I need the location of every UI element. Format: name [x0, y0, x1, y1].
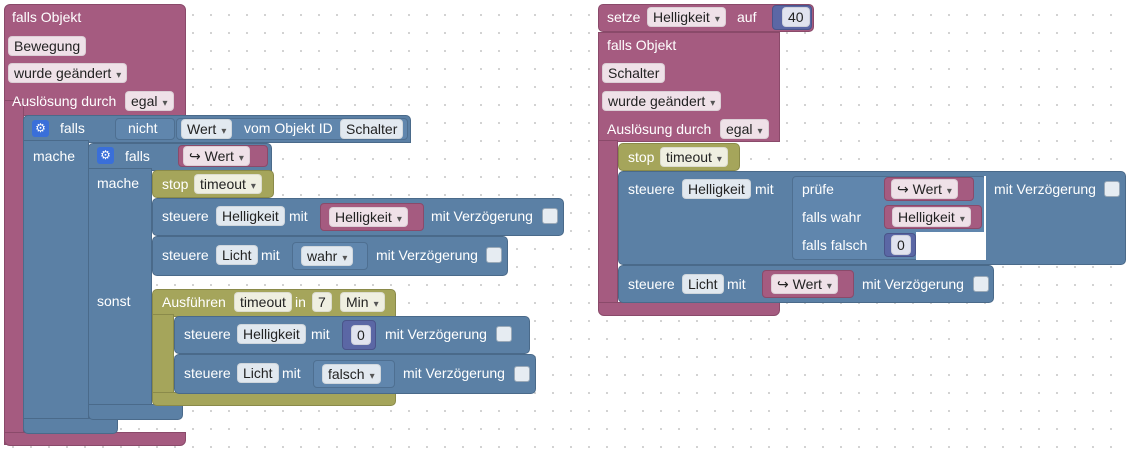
control-label: steuere — [628, 181, 675, 197]
condition-dropdown[interactable]: wurde geändert — [8, 63, 128, 83]
delay-checkbox[interactable] — [973, 276, 989, 292]
target-field[interactable]: Helligkeit — [682, 179, 751, 199]
number-field[interactable]: 40 — [782, 7, 810, 27]
trigger-label: Auslösung durch — [12, 93, 117, 109]
if-true-label: falls wahr — [802, 209, 862, 225]
event-header: falls Objekt — [607, 37, 677, 53]
timeout-dropdown[interactable]: timeout — [194, 174, 262, 194]
gear-icon[interactable]: ⚙ — [97, 147, 114, 164]
trigger-dropdown[interactable]: egal — [720, 119, 769, 139]
trigger-label: Auslösung durch — [607, 121, 712, 137]
to-label: auf — [737, 9, 757, 25]
variable-dropdown[interactable]: Helligkeit — [647, 7, 726, 27]
variable-dropdown[interactable]: Helligkeit — [329, 207, 408, 227]
trigger-dropdown[interactable]: egal — [125, 91, 174, 111]
with-label: mit — [727, 276, 746, 292]
delay-label: mit Verzögerung — [385, 326, 487, 342]
from-object-label: vom Objekt ID — [244, 120, 333, 136]
control-label: steuere — [184, 326, 231, 342]
variable-dropdown[interactable]: Helligkeit — [892, 207, 971, 227]
unit-dropdown[interactable]: Min — [340, 292, 385, 312]
delay-checkbox[interactable] — [496, 326, 512, 342]
target-field[interactable]: Licht — [682, 274, 724, 294]
timeout-dropdown[interactable]: timeout — [660, 147, 728, 167]
in-label: in — [295, 294, 306, 310]
boolean-dropdown[interactable]: falsch — [322, 364, 381, 384]
ternary-empty-area — [916, 232, 986, 260]
stop-label: stop — [628, 149, 655, 165]
control-label: steuere — [162, 247, 209, 263]
value-dropdown[interactable]: ↪ Wert — [891, 179, 958, 199]
with-label: mit — [261, 247, 280, 263]
target-field[interactable]: Licht — [216, 245, 258, 265]
value-dropdown[interactable]: ↪ Wert — [771, 274, 838, 294]
delay-label: mit Verzögerung — [403, 365, 505, 381]
run-label: Ausführen — [162, 294, 226, 310]
duration-field[interactable]: 7 — [312, 292, 332, 312]
set-label: setze — [607, 9, 641, 25]
with-label: mit — [289, 208, 308, 224]
value-dropdown[interactable]: ↪ Wert — [183, 146, 250, 166]
do-label: mache — [97, 175, 140, 191]
ternary-slot — [984, 176, 986, 260]
if-false-label: falls falsch — [802, 237, 868, 253]
event-header: falls Objekt — [12, 9, 82, 25]
delay-label: mit Verzögerung — [431, 208, 533, 224]
condition-dropdown[interactable]: wurde geändert — [602, 91, 722, 111]
delay-checkbox[interactable] — [542, 208, 558, 224]
number-field[interactable]: 0 — [891, 235, 911, 255]
timeout-name-field[interactable]: timeout — [234, 292, 292, 312]
control-label: steuere — [162, 208, 209, 224]
do-label: mache — [33, 148, 76, 164]
target-field[interactable]: Helligkeit — [216, 206, 285, 226]
control-label: steuere — [628, 276, 675, 292]
if-label: falls — [125, 148, 150, 164]
delay-label: mit Verzögerung — [862, 276, 964, 292]
target-field[interactable]: Licht — [237, 363, 279, 383]
number-field[interactable]: 0 — [351, 325, 371, 345]
delay-checkbox[interactable] — [486, 247, 502, 263]
delay-label: mit Verzögerung — [994, 181, 1096, 197]
gear-icon[interactable]: ⚙ — [32, 120, 49, 137]
with-label: mit — [282, 365, 301, 381]
boolean-dropdown[interactable]: wahr — [301, 246, 354, 266]
object-id-field[interactable]: Schalter — [340, 119, 404, 139]
control-label: steuere — [184, 365, 231, 381]
stop-label: stop — [162, 176, 189, 192]
not-block[interactable] — [115, 118, 175, 140]
delay-checkbox[interactable] — [1104, 181, 1120, 197]
if-label: falls — [60, 120, 85, 136]
object-field[interactable]: Bewegung — [8, 36, 87, 56]
not-label: nicht — [128, 120, 158, 136]
delay-checkbox[interactable] — [514, 366, 530, 382]
delay-label: mit Verzögerung — [376, 247, 478, 263]
else-label: sonst — [97, 293, 131, 309]
object-field[interactable]: Schalter — [602, 63, 666, 83]
check-label: prüfe — [802, 181, 834, 197]
with-label: mit — [311, 326, 330, 342]
value-dropdown[interactable]: Wert — [181, 119, 233, 139]
with-label: mit — [755, 181, 774, 197]
target-field[interactable]: Helligkeit — [237, 324, 306, 344]
